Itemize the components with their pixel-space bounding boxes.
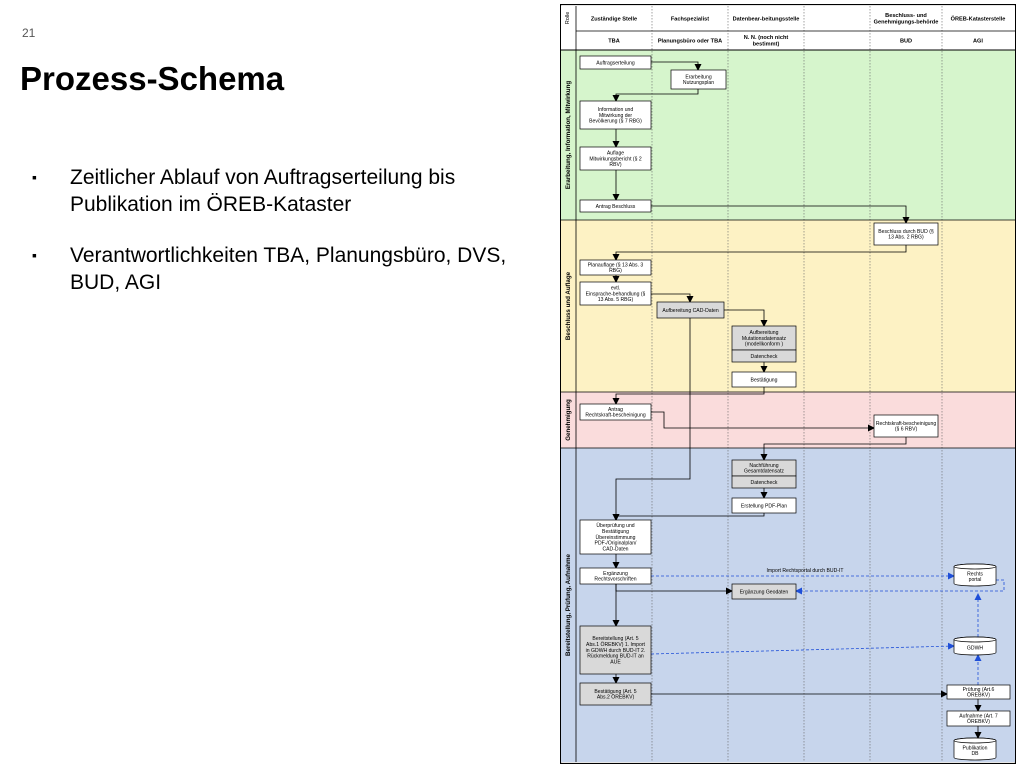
flow-connector: [651, 293, 694, 303]
node-text-n5: Antrag Beschluss: [596, 204, 636, 210]
page-number: 21: [22, 26, 36, 40]
flow-connector: [724, 309, 768, 327]
dashed-connector: [650, 642, 955, 655]
dashed-connector: [795, 579, 1005, 595]
process-node-n9: Aufbereitung CAD-Daten: [656, 301, 725, 319]
role-header: Rolle: [565, 12, 571, 25]
node-text-n16: Datencheck: [751, 480, 778, 486]
lane-role-fach: Fachspezialist: [671, 16, 709, 22]
bullet-list: ▪ Zeitlicher Ablauf von Auftragserteilung…: [22, 164, 532, 320]
phase-label-p1: Erarbeitung, Information, Mitwirkung: [565, 81, 572, 190]
phase-label-p4: Bereitstellung, Prüfung, Aufnahme: [565, 554, 572, 656]
lane-actor-zust: TBA: [608, 38, 620, 44]
lane-role-agi: ÖREB-Katasterstelle: [951, 15, 1006, 22]
process-node-n8: evtl.Einsprache-behandlung (§13 Abs. 5 R…: [579, 281, 652, 306]
phase-band-p1: [561, 50, 1015, 220]
lane-actor-bud: BUD: [900, 38, 912, 44]
process-diagram: Erarbeitung, Information, MitwirkungBesc…: [560, 4, 1016, 764]
datastore-text-d2: GDWH: [967, 645, 983, 651]
process-node-n12: Bestätigung: [731, 371, 797, 388]
phase-label-p2: Beschluss und Auflage: [565, 271, 572, 340]
process-node-n6: Beschluss durch BUD (§13 Abs. 2 RBG): [873, 222, 939, 246]
process-node-n11: Datencheck: [731, 349, 797, 363]
node-text-n11: Datencheck: [751, 354, 778, 360]
lane-actor-agi: AGI: [973, 38, 983, 44]
lane-role-daten: Datenbear-beitungsstelle: [733, 16, 800, 22]
flow-connector: [651, 205, 910, 224]
square-bullet-icon: ▪: [32, 247, 37, 263]
bullet-item: ▪ Zeitlicher Ablauf von Auftragserteilung…: [22, 164, 532, 218]
square-bullet-icon: ▪: [32, 169, 37, 185]
flow-connector: [651, 411, 875, 432]
node-text-n20: Ergänzung Geodaten: [740, 589, 789, 595]
node-text-n17: Erstellung PDF-Plan: [741, 503, 787, 509]
node-text-n1: Auftragserteilung: [596, 60, 635, 66]
flow-connector: [760, 437, 907, 461]
process-node-n17: Erstellung PDF-Plan: [731, 497, 797, 514]
flow-connector: [612, 89, 699, 102]
node-text-n6: Beschluss durch BUD (§13 Abs. 2 RBG): [878, 229, 934, 241]
bullet-item: ▪ Verantwortlichkeiten TBA, Planungsbüro,…: [22, 242, 532, 296]
lane-actor-fach: Planungsbüro oder TBA: [658, 38, 722, 44]
bullet-text: Verantwortlichkeiten TBA, Planungsbüro, …: [70, 244, 507, 294]
datastore-d2: GDWH: [953, 636, 997, 656]
process-node-n20: Ergänzung Geodaten: [731, 583, 797, 600]
process-node-n14: Rechtskraft-bescheinigung(§ 6 RBV): [873, 414, 939, 438]
flow-connector: [612, 245, 907, 261]
process-node-n5: Antrag Beschluss: [579, 199, 652, 213]
flow-connector: [651, 61, 702, 71]
process-node-n16: Datencheck: [731, 475, 797, 489]
node-text-n12: Bestätigung: [751, 377, 778, 383]
slide-title: Prozess-Schema: [20, 60, 285, 97]
phase-band-p2: [561, 220, 1015, 392]
node-text-n14: Rechtskraft-bescheinigung(§ 6 RBV): [876, 421, 936, 433]
node-text-n8: evtl.Einsprache-behandlung (§13 Abs. 5 R…: [586, 285, 646, 303]
bullet-text: Zeitlicher Ablauf von Auftragserteilung …: [70, 166, 456, 216]
flow-connector: [612, 318, 691, 521]
lane-role-zust: Zuständige Stelle: [591, 16, 637, 22]
process-node-n1: Auftragserteilung: [579, 55, 652, 70]
phase-label-p3: Genehmigung: [565, 399, 572, 441]
node-text-n9: Aufbereitung CAD-Daten: [662, 308, 719, 314]
edge-label-e1: Import Rechtsportal durch BUD-IT: [767, 568, 844, 574]
